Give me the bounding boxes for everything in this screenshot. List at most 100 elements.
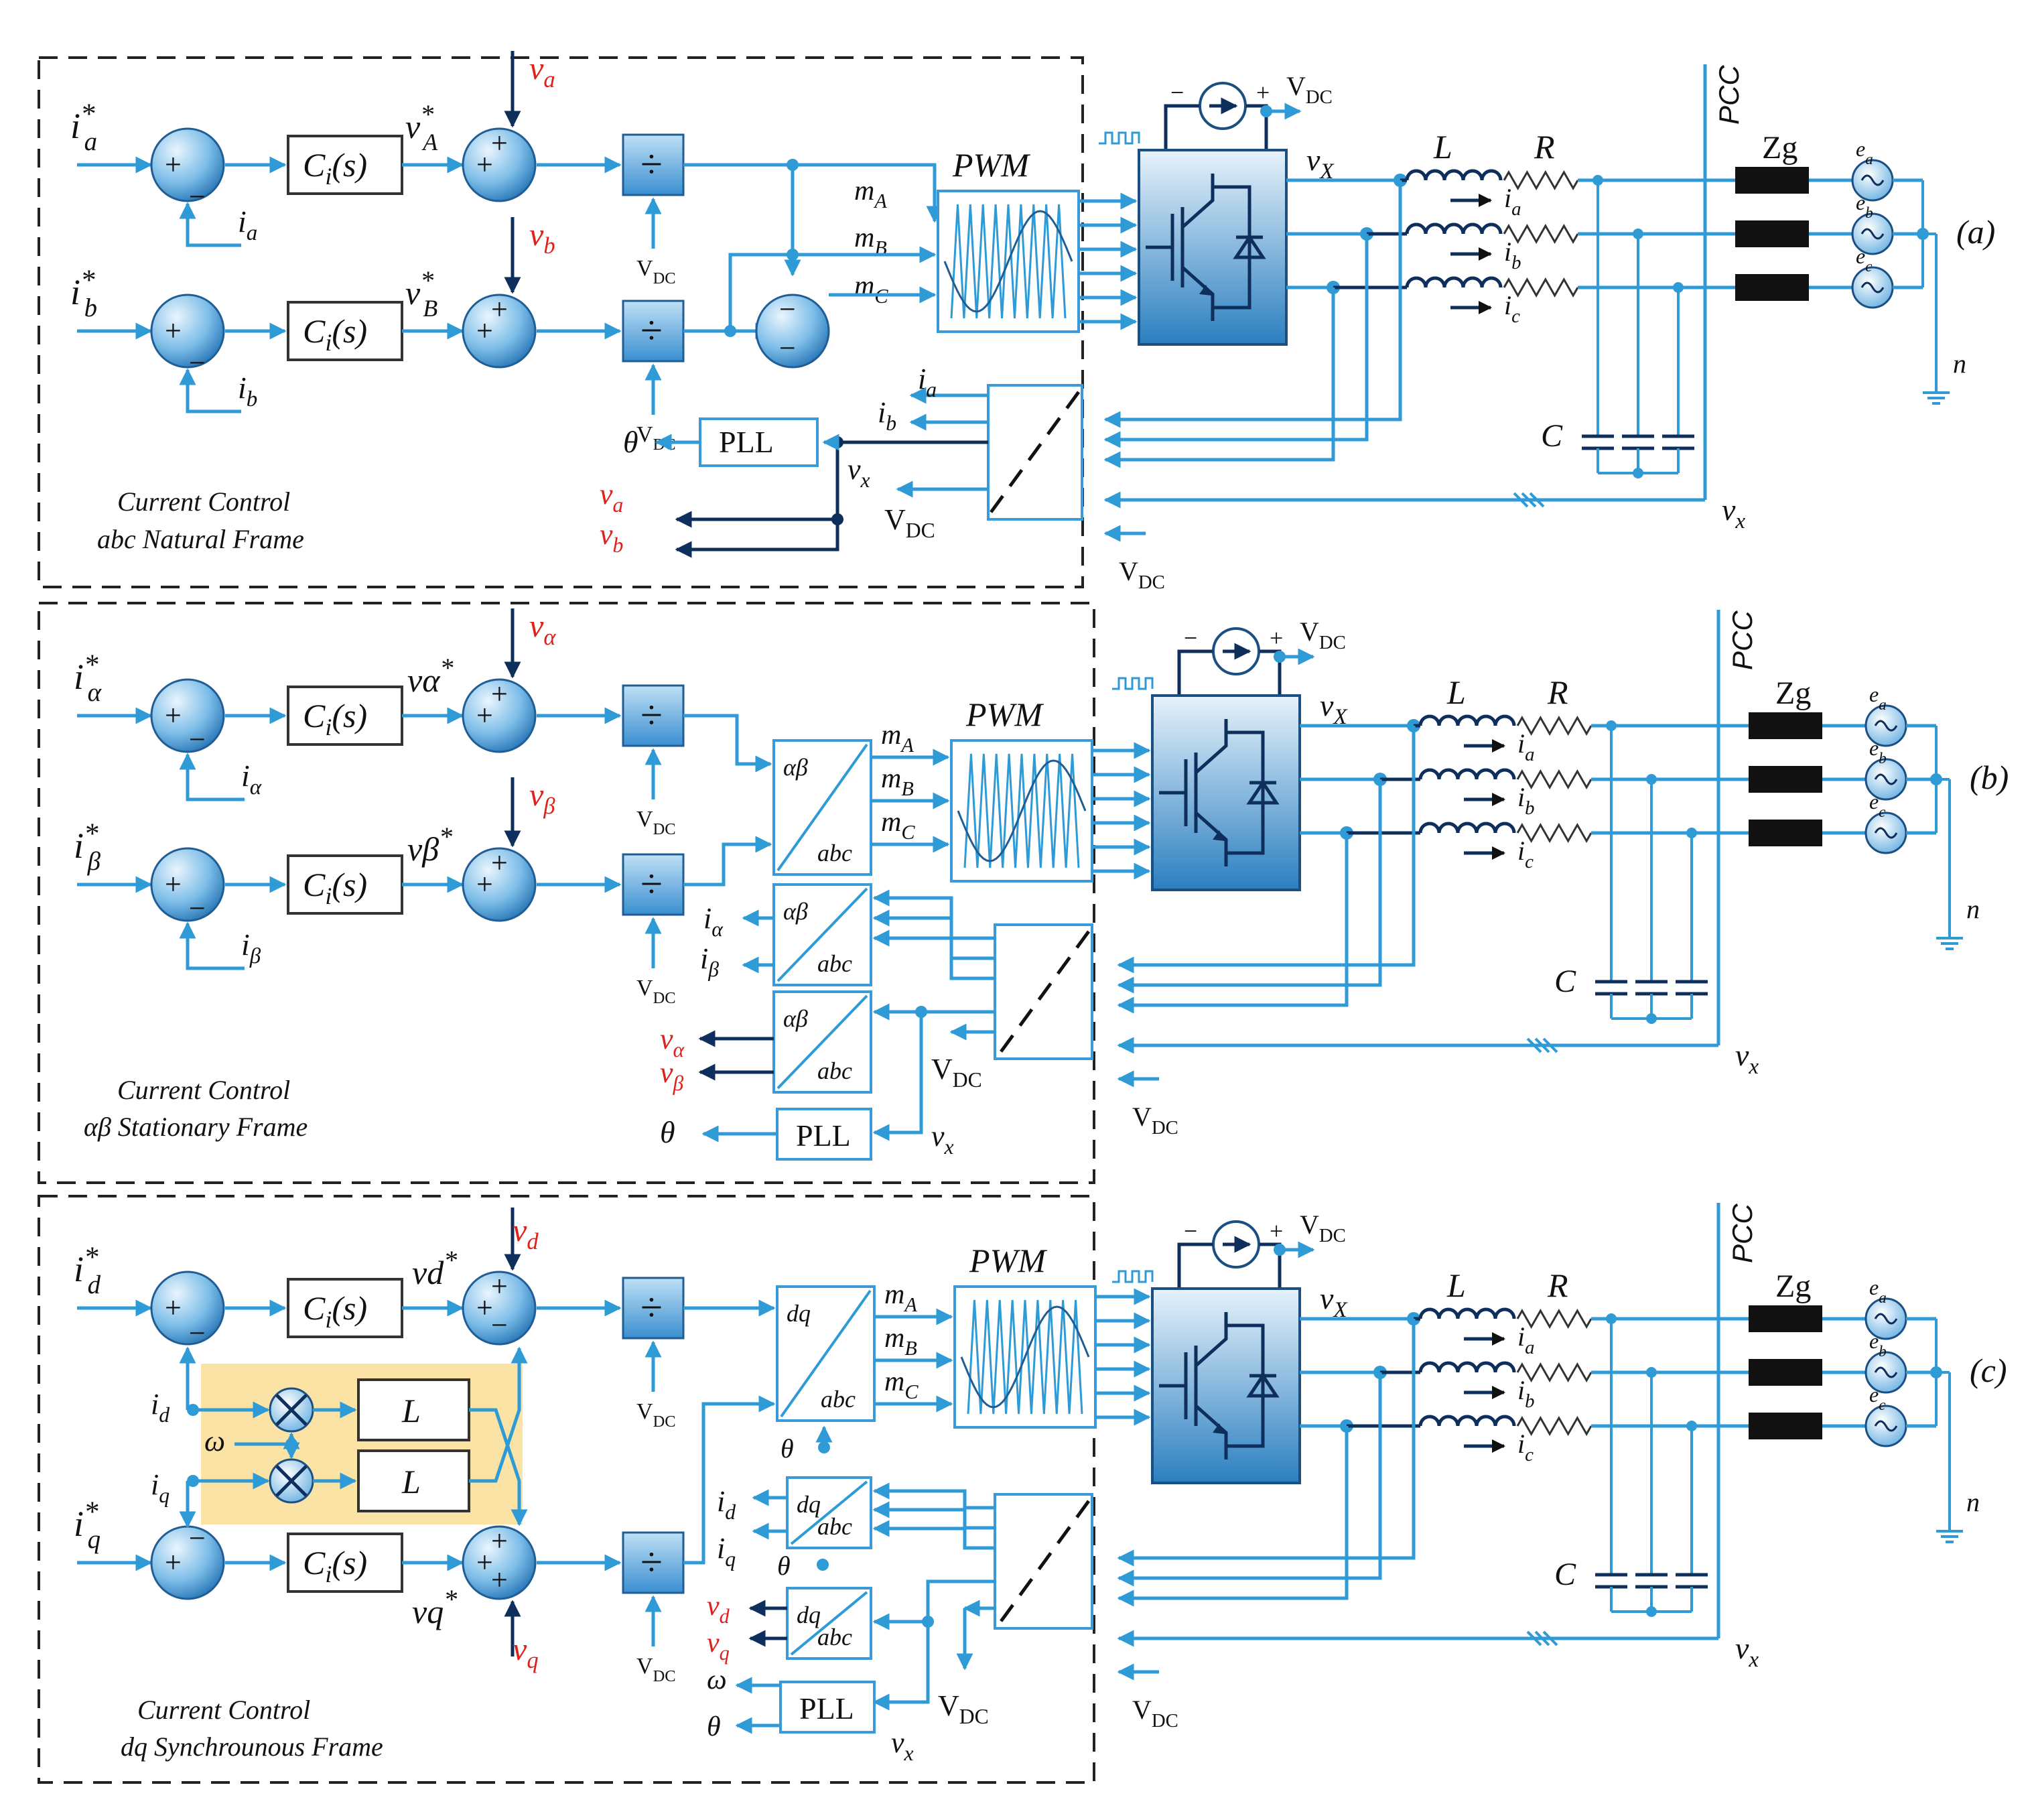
- vdc-label: VDC: [636, 976, 676, 1007]
- divide-symbol: ÷: [640, 862, 663, 906]
- ci-box: [287, 1278, 403, 1338]
- vdc-label: VDC: [884, 503, 935, 542]
- igbt-emitter: [1181, 266, 1215, 321]
- inverter-bridge: [1151, 1287, 1301, 1484]
- vdc-label: VDC: [636, 1654, 676, 1685]
- sine-icon: [1860, 228, 1885, 240]
- current-label: ib: [1517, 1375, 1535, 1412]
- fb-wire: [179, 753, 245, 801]
- resistor-icon: [1503, 170, 1579, 191]
- cross-coupling: [469, 1346, 528, 1483]
- sum-circle: [150, 847, 225, 922]
- dc-link-wire: [1177, 649, 1213, 696]
- vx-label: vx: [1735, 1631, 1759, 1672]
- bus-slash: [1526, 1630, 1542, 1646]
- Zg-label: Zg: [1775, 675, 1811, 711]
- vdc-label: VDC: [1132, 1695, 1178, 1732]
- vb-label: vb: [600, 518, 623, 557]
- pcc-label: PCC: [1713, 65, 1745, 125]
- pwm-label: PWM: [969, 1242, 1047, 1279]
- ibeta-label: iβ: [700, 942, 719, 981]
- inductor-icon: [1405, 276, 1503, 288]
- reference-label: i*b: [70, 265, 97, 322]
- valpha-label: vα: [660, 1023, 685, 1061]
- pll-block: PLL: [779, 1681, 876, 1734]
- grid-impedance: [1749, 712, 1822, 739]
- caption-line1: Current Control: [117, 486, 290, 517]
- mC-label: mC: [854, 271, 888, 308]
- sum-circle: [462, 1525, 537, 1600]
- divide-symbol: ÷: [640, 308, 663, 352]
- grid-impedance: [1749, 1305, 1822, 1332]
- sign: +: [491, 1563, 508, 1596]
- neutral-label: n: [1966, 894, 1980, 924]
- igbt-emitter: [1195, 1405, 1228, 1459]
- junction-dot: [1646, 1606, 1657, 1617]
- diode-icon: [1233, 234, 1266, 259]
- sign: −: [189, 723, 206, 756]
- voltage-ref-label: v*B: [405, 265, 437, 322]
- wire: [728, 253, 793, 331]
- mB-label: mB: [881, 763, 914, 800]
- mA-wire: [925, 163, 943, 223]
- vdc-label: VDC: [636, 1399, 676, 1431]
- pll-box: [699, 417, 819, 467]
- vx-to-ff: [675, 440, 988, 528]
- C-label: C: [1541, 418, 1563, 454]
- vX-label: vX: [1320, 688, 1348, 729]
- controller-ci-block: Ci(s): [287, 854, 403, 915]
- bus-slash: [1534, 1630, 1550, 1646]
- multiplier-cross: [275, 1394, 308, 1426]
- divider-block: ÷VDC: [622, 684, 685, 838]
- transform-top-label: αβ: [783, 898, 808, 925]
- sign: +: [165, 1546, 182, 1579]
- igbt-collector: [1181, 174, 1215, 229]
- ci-label: Ci(s): [303, 697, 367, 740]
- vd-out-label: vd: [707, 1591, 730, 1628]
- bus-slash: [1542, 1630, 1558, 1646]
- sum-circle: [150, 678, 225, 753]
- controller-ci-block: Ci(s): [287, 135, 403, 195]
- source-label: ea: [1869, 1275, 1887, 1306]
- vX-label: vX: [1306, 143, 1335, 184]
- panel-tag: (a): [1956, 213, 1995, 251]
- transform-top-label: αβ: [783, 1005, 808, 1032]
- resistor-icon: [1503, 277, 1579, 298]
- sine-icon: [1874, 773, 1898, 785]
- dc-link-wire: [1177, 1242, 1213, 1289]
- junction-dot: [1633, 468, 1643, 478]
- L-label: L: [1446, 673, 1466, 711]
- iq-out-label: iq: [717, 1532, 736, 1571]
- pll-label: PLL: [799, 1691, 854, 1726]
- bus-slash: [1526, 1037, 1542, 1053]
- diode-wire: [1213, 185, 1251, 310]
- id-label: id: [151, 1388, 170, 1427]
- ci-box: [287, 686, 403, 746]
- bus-slash: [1513, 492, 1529, 508]
- sign: −: [779, 293, 796, 326]
- vdc-label: VDC: [938, 1689, 989, 1728]
- mA-label: mA: [881, 720, 914, 757]
- theta-label: θ: [623, 425, 638, 459]
- transform-diagonal: [776, 887, 868, 982]
- sign: +: [476, 1546, 493, 1579]
- sum-junction: ++: [462, 846, 537, 922]
- gate-pulse-icon: [1112, 677, 1154, 690]
- bus-slash: [1542, 1037, 1558, 1053]
- igbt-arrow: [1213, 830, 1225, 841]
- gate-pulse-icon: [1112, 1270, 1154, 1283]
- sum-circle: [462, 1271, 537, 1346]
- junction-dot: [1646, 1013, 1657, 1024]
- vx-label: vx: [848, 453, 870, 492]
- bus-slash: [1534, 1037, 1550, 1053]
- junction-dot: [831, 513, 843, 525]
- omega-label: ω: [204, 1425, 225, 1457]
- sum-circle: [462, 127, 537, 202]
- sign: −: [779, 332, 796, 365]
- pwm-block: PWM: [953, 1242, 1097, 1429]
- vdc-label: VDC: [1300, 616, 1346, 653]
- ac-source: [1864, 811, 1907, 854]
